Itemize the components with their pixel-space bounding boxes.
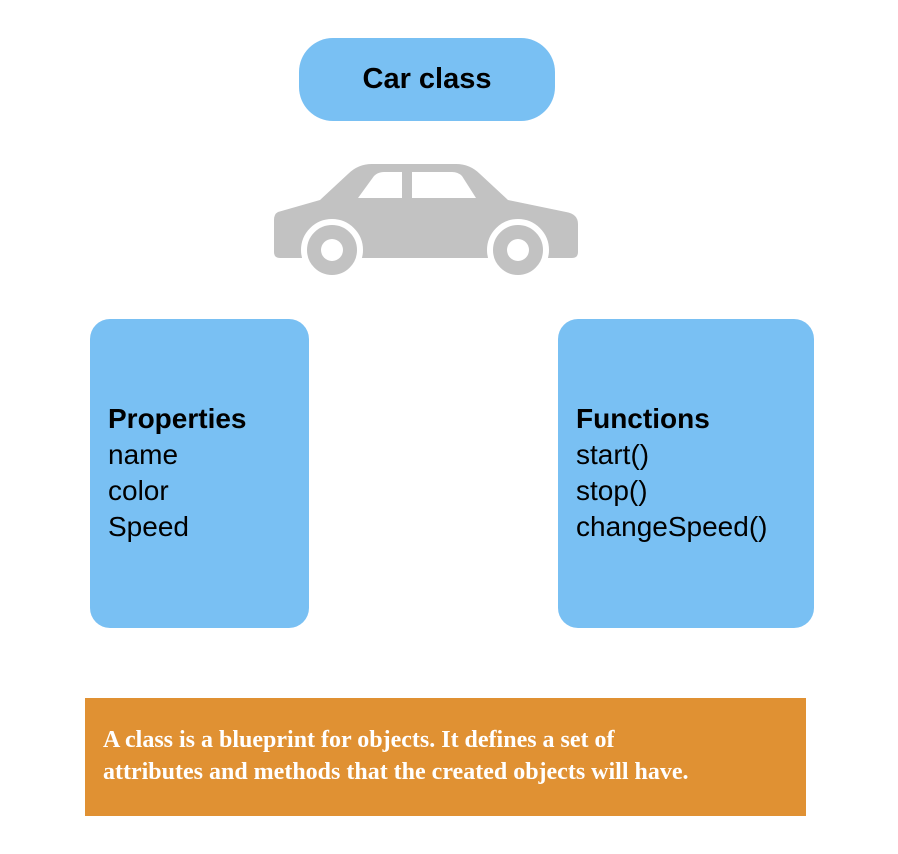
function-item: changeSpeed() <box>576 511 768 542</box>
property-item: color <box>108 475 169 506</box>
properties-heading: Properties <box>108 403 247 434</box>
note-line: attributes and methods that the created … <box>103 759 689 785</box>
properties-box: Properties name color Speed <box>90 319 309 628</box>
property-item: Speed <box>108 511 189 542</box>
note-line: A class is a blueprint for objects. It d… <box>103 727 615 753</box>
wheel-front-hub <box>321 239 343 261</box>
description-note: A class is a blueprint for objects. It d… <box>85 698 806 816</box>
car-icon <box>274 164 578 280</box>
property-item: name <box>108 439 179 470</box>
car-window-front <box>358 172 402 198</box>
wheel-rear-hub <box>507 239 529 261</box>
class-title: Car class <box>299 38 555 121</box>
functions-box: Functions start() stop() changeSpeed() <box>558 319 814 628</box>
function-item: start() <box>576 439 650 470</box>
function-item: stop() <box>576 475 648 506</box>
car-window-rear <box>412 172 476 198</box>
functions-heading: Functions <box>576 403 710 434</box>
